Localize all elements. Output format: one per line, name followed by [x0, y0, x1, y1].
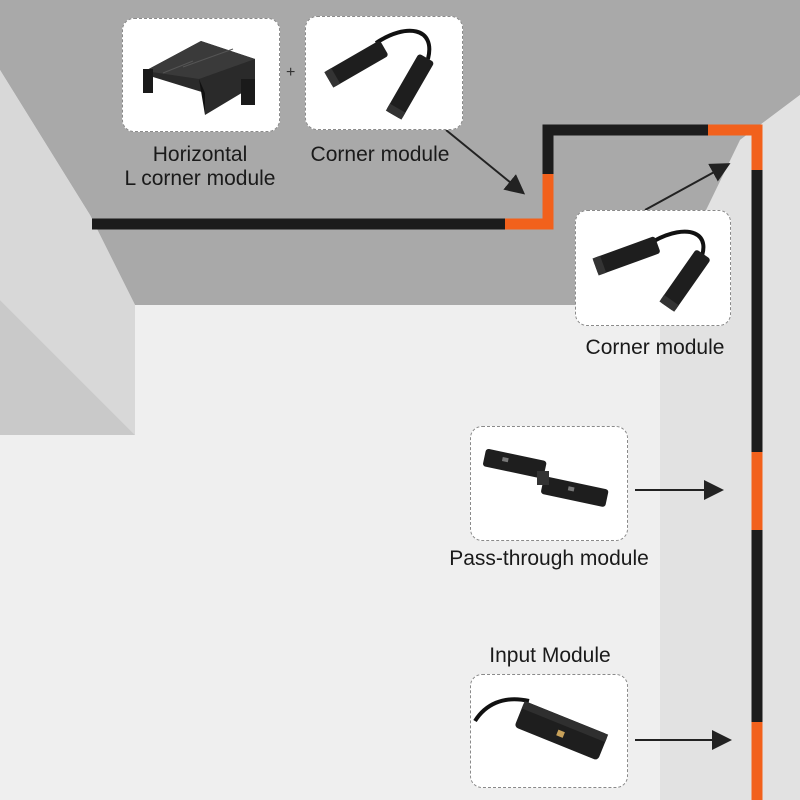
plus-sign: +	[286, 64, 296, 81]
corner-module-top-label: Corner module	[310, 143, 450, 166]
corner-highlight	[708, 124, 763, 170]
arrow-to-l-corner	[445, 129, 526, 195]
corner-module-icon	[324, 28, 434, 120]
corner-module-icon	[592, 229, 710, 312]
input-module-icon	[473, 697, 609, 760]
input-module-card	[470, 674, 628, 788]
corner-module-top-card	[305, 16, 463, 130]
input-module-label: Input Module	[489, 644, 611, 667]
arrow-to-corner	[644, 163, 731, 211]
pass-through-label: Pass-through module	[449, 547, 649, 570]
l-corner-highlight	[505, 174, 554, 230]
pass-through-connector-icon	[483, 448, 609, 507]
corner-module-right-card	[575, 210, 731, 326]
l-corner-connector-icon	[143, 41, 255, 115]
left-wall-shadow	[0, 300, 135, 435]
left-wall-side	[0, 70, 135, 435]
l-corner-label-line2: L corner module	[124, 167, 276, 190]
pass-through-card	[470, 426, 628, 541]
track-rail	[92, 124, 763, 800]
l-corner-label-line1: Horizontal	[152, 143, 248, 166]
corner-module-right-label: Corner module	[585, 336, 725, 359]
l-corner-label: Horizontal L corner module	[110, 143, 290, 191]
l-corner-card	[122, 18, 280, 132]
